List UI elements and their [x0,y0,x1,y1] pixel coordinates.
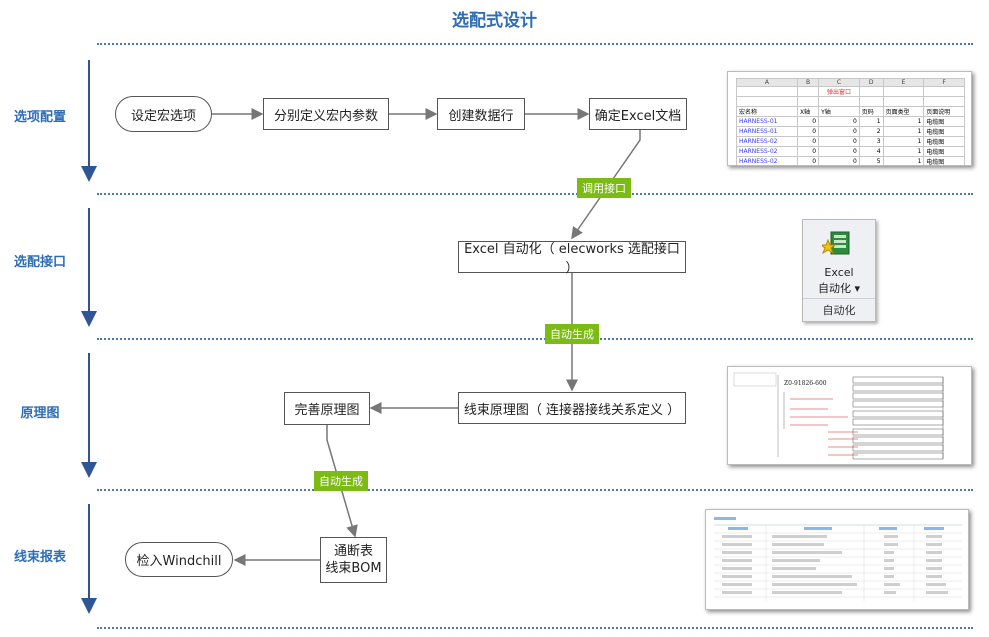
harness-schematic-thumbnail: Z0-91826-600 [727,366,972,465]
harness-bom-thumbnail [705,509,969,610]
sheet-cell: 1 [882,126,925,137]
sheet-cell: 1 [882,136,925,147]
bom-table-preview [714,517,962,601]
sheet-cell: HARNESS-02 [736,136,798,147]
sheet-cell: 0 [796,116,820,127]
node-improve-schematic: 完善原理图 [284,392,370,425]
section-divider [97,338,973,340]
section-divider [97,489,973,491]
section-label-report: 线束报表 [13,550,66,565]
section-divider [97,43,973,45]
sheet-header: 页面说明 [923,106,965,117]
section-divider [97,193,973,195]
sheet-header: Y轴 [818,106,860,117]
ribbon-button-label-line1: Excel [824,266,854,279]
sheet-cell: 0 [818,146,860,157]
sheet-cell: HARNESS-01 [736,126,798,137]
node-define-macro-params: 分别定义宏内参数 [263,98,389,130]
col-letter: A [736,78,798,87]
sheet-cell: 1 [882,156,925,165]
sheet-cell: 0 [818,156,860,165]
col-letter: F [923,78,965,87]
sheet-cell: 5 [858,156,884,165]
ribbon-divider [803,298,875,299]
section-label-options: 选项配置 [13,110,66,125]
sheet-row: HARNESS-02 0 0 3 1 电缆图 [736,136,965,147]
sheet-cell: 0 [796,126,820,137]
sheet-row: HARNESS-02 0 0 5 1 电缆图 [736,156,965,165]
sheet-cell: 0 [818,126,860,137]
excel-automation-ribbon-button[interactable]: Excel 自动化 ▾ 自动化 [802,219,876,322]
sheet-cell: 2 [858,126,884,137]
sheet-cell: 1 [882,146,925,157]
ribbon-group-label: 自动化 [822,304,856,317]
edge-label-auto-generate: 自动生成 [314,471,368,491]
node-harness-report: 通断表 线束BOM [320,537,387,583]
node-set-macro-options: 设定宏选项 [115,96,212,132]
edge-label-call-interface: 调用接口 [577,178,631,198]
schematic-part-label: Z0-91826-600 [784,380,827,387]
section-label-schematic: 原理图 [20,406,60,421]
sheet-cell: 0 [796,156,820,165]
col-letter: E [882,78,925,87]
sheet-cell: 电缆图 [923,136,965,147]
sheet-cell: 0 [796,146,820,157]
ribbon-button-label-line2: 自动化 ▾ [817,282,861,295]
excel-sheet-thumbnail: A B C D E F 弹出窗口 宏名称 X轴 Y轴 页码 页面类型 页面说明 … [727,71,972,166]
sheet-cell: HARNESS-01 [736,116,798,127]
section-divider [97,627,973,629]
sheet-cell: 3 [858,136,884,147]
node-create-data-rows: 创建数据行 [437,98,525,130]
sheet-row: HARNESS-01 0 0 2 1 电缆图 [736,126,965,137]
sheet-header: 宏名称 [736,106,798,117]
sheet-cell: 1 [858,116,884,127]
report-line-bom: 线束BOM [325,561,382,576]
popup-label: 弹出窗口 [818,86,860,97]
sheet-cell: HARNESS-02 [736,146,798,157]
sheet-cell: 电缆图 [923,126,965,137]
node-confirm-excel: 确定Excel文档 [589,98,687,130]
report-line-continuity: 通断表 [333,544,373,559]
node-checkin-windchill: 检入Windchill [125,542,233,577]
section-label-interface: 选配接口 [13,255,66,270]
col-letter: B [796,78,820,87]
sheet-cell: 0 [818,136,860,147]
sheet-header: 页码 [858,106,884,117]
sheet-cell: 0 [818,116,860,127]
sheet-cell: 电缆图 [923,116,965,127]
node-excel-automation: Excel 自动化（ elecworks 选配接口 ） [458,241,686,276]
sheet-row: HARNESS-02 0 0 4 1 电缆图 [736,146,965,157]
col-letter: D [858,78,884,87]
sheet-header: 页面类型 [882,106,925,117]
page-title: 选配式设计 [452,11,537,31]
sheet-cell: 0 [796,136,820,147]
edge-label-auto-generate: 自动生成 [545,324,599,344]
sheet-header: X轴 [796,106,820,117]
node-harness-schematic: 线束原理图（ 连接器接线关系定义 ） [458,392,686,424]
sheet-row: HARNESS-01 0 0 1 1 电缆图 [736,116,965,127]
sheet-cell: 1 [882,116,925,127]
excel-automation-icon [819,230,852,258]
sheet-cell: 电缆图 [923,156,965,165]
sheet-cell: 电缆图 [923,146,965,157]
sheet-cell: HARNESS-02 [736,156,798,165]
sheet-rows: HARNESS-01 0 0 1 1 电缆图 HARNESS-01 0 0 2 … [736,116,965,165]
sheet-cell: 4 [858,146,884,157]
col-letter: C [818,78,860,87]
